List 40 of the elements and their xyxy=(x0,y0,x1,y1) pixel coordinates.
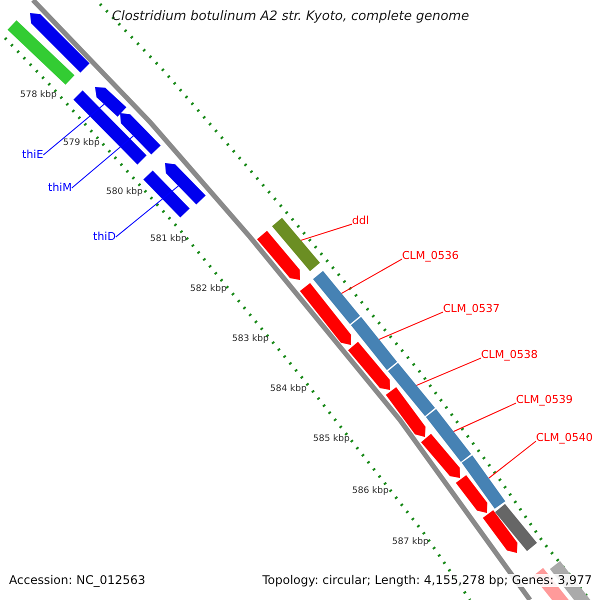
gene-bar xyxy=(272,218,320,272)
gene-label: CLM_0540 xyxy=(536,432,593,444)
gene-label: thiD xyxy=(93,231,116,244)
gene-bar xyxy=(350,316,398,370)
leader-line xyxy=(115,186,179,238)
leader-line xyxy=(488,440,536,479)
gene-label: thiE xyxy=(22,149,44,162)
scale-label: 579 kbp xyxy=(63,139,100,149)
scale-label: 581 kbp xyxy=(150,235,187,245)
gene-feature xyxy=(95,87,126,117)
gene-label: CLM_0539 xyxy=(516,394,573,406)
scale-label: 582 kbp xyxy=(190,285,227,295)
gene-label: thiM xyxy=(48,182,72,194)
scale-label: 580 kbp xyxy=(106,188,143,198)
title: Clostridium botulinum A2 str. Kyoto, complete genome xyxy=(112,10,470,24)
scale-label: 583 kbp xyxy=(232,335,269,345)
gene-bar xyxy=(462,455,506,509)
scale-label: 578 kbp xyxy=(20,91,57,101)
leader-line xyxy=(378,312,444,340)
leader-line xyxy=(300,224,352,241)
gene-label: CLM_0536 xyxy=(402,250,459,262)
leader-line xyxy=(341,258,402,294)
gene-label: CLM_0537 xyxy=(443,303,500,316)
scale-label: 586 kbp xyxy=(352,487,389,497)
scale-label: 585 kbp xyxy=(313,435,350,445)
leader-line xyxy=(453,402,516,432)
gene-label: CLM_0538 xyxy=(481,349,538,362)
gene-bar xyxy=(388,362,435,416)
leader-line xyxy=(42,104,105,156)
gene-bar xyxy=(313,270,360,324)
leader-line xyxy=(416,358,482,386)
gene-bar xyxy=(426,409,472,462)
leader-line xyxy=(71,136,134,188)
gene-feature xyxy=(165,163,206,204)
scale-label: 587 kbp xyxy=(392,538,429,548)
genome-info-text: Topology: circular; Length: 4,155,278 bp; Genes: 3,977 xyxy=(262,574,592,588)
gene-label: ddl xyxy=(352,215,370,228)
accession-text: Accession: NC_012563 xyxy=(9,574,146,588)
scale-label: 584 kbp xyxy=(270,385,307,395)
gene-feature xyxy=(120,113,161,154)
